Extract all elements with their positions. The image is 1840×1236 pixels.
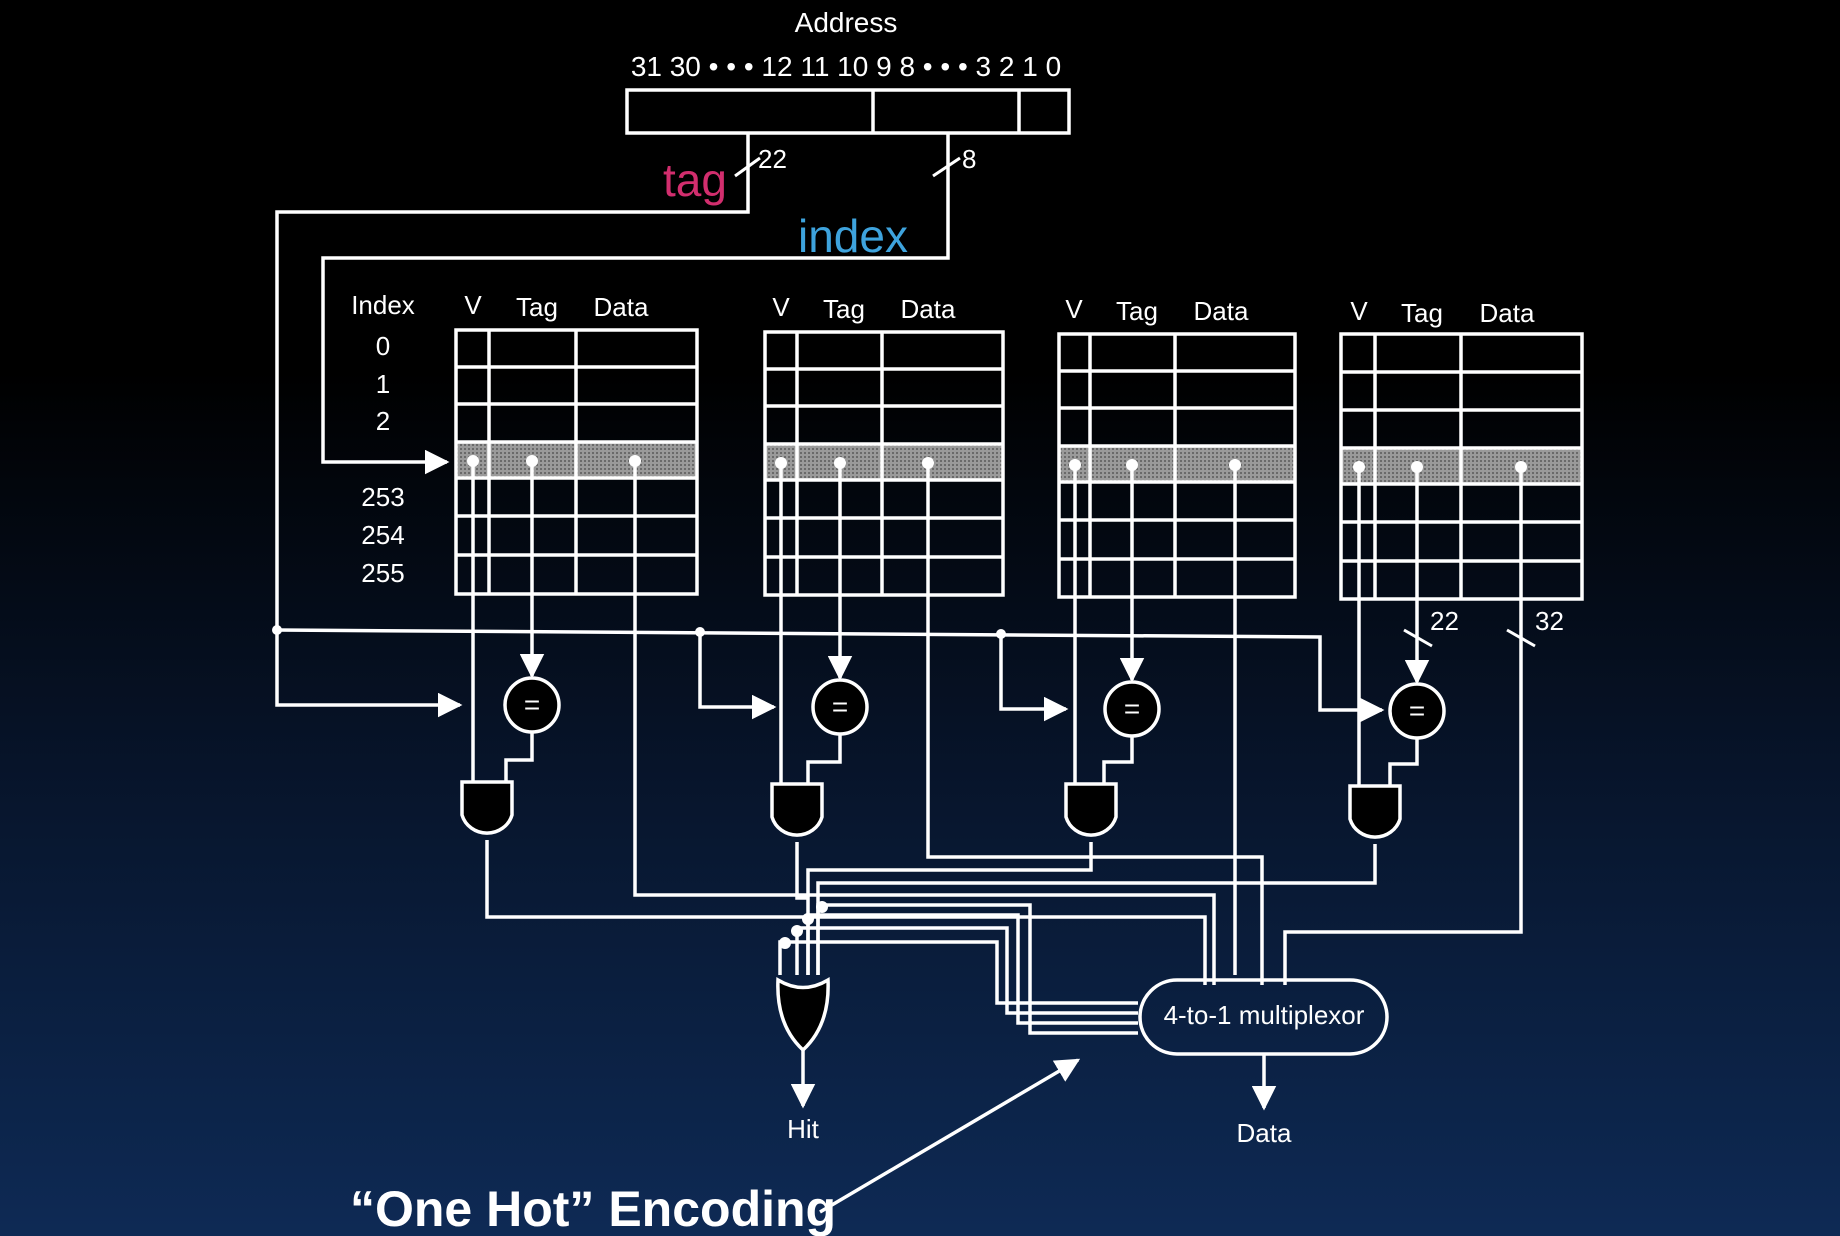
- way-2-and-gate: [1064, 782, 1118, 837]
- data-out-width-label: 32: [1535, 606, 1564, 636]
- tag-annotation: tag: [663, 154, 727, 206]
- index-row-253: 253: [361, 482, 404, 512]
- index-row-2: 2: [376, 406, 390, 436]
- way-2-tag-header: Tag: [1116, 296, 1158, 326]
- multiplexor-label: 4-to-1 multiplexor: [1164, 1000, 1365, 1030]
- tag-out-width-label: 22: [1430, 606, 1459, 636]
- way-0-comparator-symbol: =: [524, 689, 540, 720]
- way-0-data-header: Data: [594, 292, 649, 322]
- address-bit-positions: 31 30 • • • 12 11 10 9 8 • • • 3 2 1 0: [631, 51, 1061, 82]
- index-row-0: 0: [376, 331, 390, 361]
- one-hot-select-lines: [778, 901, 1138, 1035]
- way-1: V Tag Data =: [763, 292, 1264, 985]
- index-row-254: 254: [361, 520, 404, 550]
- way-3-tag-header: Tag: [1401, 298, 1443, 328]
- index-bus: [321, 133, 961, 475]
- address-register: [625, 88, 1071, 135]
- way-1-and-gate: [770, 782, 824, 837]
- way-1-tag-header: Tag: [823, 294, 865, 324]
- hit-or-gate: [776, 976, 830, 1053]
- way-1-v-header: V: [772, 292, 790, 322]
- way-3: V Tag Data =: [816, 296, 1584, 985]
- way-2-comparator-symbol: =: [1124, 693, 1140, 724]
- one-hot-encoding-annotation: “One Hot” Encoding: [350, 1181, 836, 1236]
- way-3-data-header: Data: [1480, 298, 1535, 328]
- way-2-v-header: V: [1065, 294, 1083, 324]
- way-0-v-header: V: [464, 290, 482, 320]
- way-1-comparator-symbol: =: [832, 691, 848, 722]
- tag-bus: [275, 133, 761, 718]
- way-3-comparator-symbol: =: [1409, 695, 1425, 726]
- tag-broadcast-bus: [272, 625, 1385, 723]
- data-output-label: Data: [1237, 1118, 1292, 1148]
- index-width-label: 8: [962, 144, 976, 174]
- index-header: Index: [351, 290, 415, 320]
- way-2-data-header: Data: [1194, 296, 1249, 326]
- way-0-tag-header: Tag: [516, 292, 558, 322]
- one-hot-callout-arrow: [819, 1058, 1081, 1214]
- way-0-and-gate: [460, 780, 514, 835]
- way-0: V Tag Data =: [454, 290, 1216, 985]
- address-title: Address: [795, 7, 898, 38]
- index-row-255: 255: [361, 558, 404, 588]
- way-3-v-header: V: [1350, 296, 1368, 326]
- index-annotation: index: [798, 210, 908, 262]
- way-1-data-header: Data: [901, 294, 956, 324]
- way-3-and-gate: [1348, 784, 1402, 839]
- way-2: V Tag Data =: [806, 294, 1297, 975]
- tag-width-label: 22: [758, 144, 787, 174]
- hit-output-label: Hit: [787, 1114, 820, 1144]
- index-row-1: 1: [376, 369, 390, 399]
